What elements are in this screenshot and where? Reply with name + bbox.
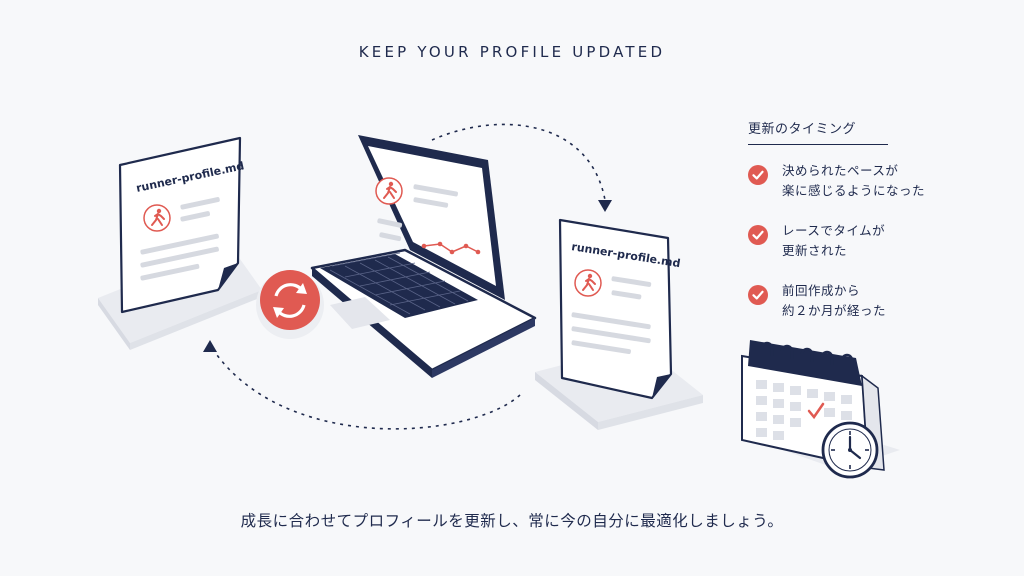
arrow-bottom-head xyxy=(203,340,217,352)
runner-icon xyxy=(151,208,165,226)
refresh-icon xyxy=(256,270,324,339)
timing-heading: 更新のタイミング xyxy=(748,118,888,145)
clock-icon xyxy=(821,421,879,479)
calendar-check-icon xyxy=(807,402,825,420)
arrow-top-head xyxy=(598,200,612,212)
page-title: KEEP YOUR PROFILE UPDATED xyxy=(358,43,666,61)
left-document: runner-profile.md xyxy=(98,136,262,350)
check-icon xyxy=(748,285,768,305)
caption: 成長に合わせてプロフィールを更新し、常に今の自分に最適化しましょう。 xyxy=(240,512,784,530)
timing-item-line2: 更新された xyxy=(782,243,848,258)
timing-item: 決められたペースが 楽に感じるようになった xyxy=(748,161,925,201)
laptop-icon xyxy=(310,135,537,378)
timing-item: 前回作成から 約２か月が経った xyxy=(748,281,886,321)
timing-item-line2: 約２か月が経った xyxy=(782,303,887,318)
timing-item-line1: 前回作成から xyxy=(782,283,861,298)
check-icon xyxy=(748,225,768,245)
cycle-arrows xyxy=(209,123,606,430)
timing-item-line2: 楽に感じるようになった xyxy=(782,183,926,198)
right-document: runner-profile.md xyxy=(535,218,703,430)
update-timing-panel: 更新のタイミング 決められたペースが 楽に感じるようになった レースでタイムが … xyxy=(748,118,978,318)
arrow-bottom-dashed xyxy=(209,344,521,430)
laptop-line-chart xyxy=(421,241,481,255)
timing-item-line1: レースでタイムが xyxy=(782,223,886,238)
check-icon xyxy=(748,165,768,185)
timing-item-line1: 決められたペースが xyxy=(782,163,899,178)
timing-item: レースでタイムが 更新された xyxy=(748,221,885,261)
